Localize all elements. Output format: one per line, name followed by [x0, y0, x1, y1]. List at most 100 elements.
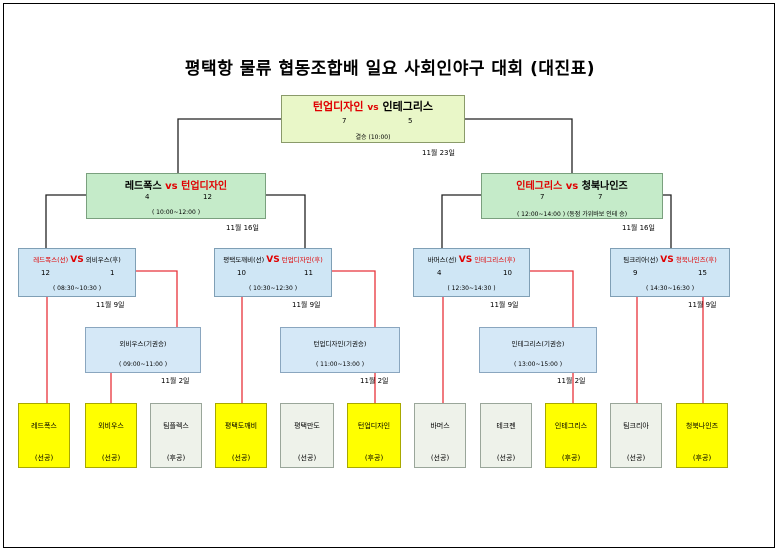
team-side: (선공) — [231, 454, 251, 462]
line-semi2-left — [441, 194, 481, 248]
semi1-date: 11월 16일 — [226, 224, 259, 232]
round1-match-box-b: 턴업디자인(기권승) ( 11:00~13:00 ) — [280, 327, 400, 373]
quarter4-match-box: 팀크리아(선) VS 청북나인즈(후) 9 15 ( 14:30~16:30 ) — [610, 248, 730, 297]
line-final-left — [177, 118, 281, 173]
team-side: (후공) — [561, 454, 581, 462]
line-semi1-left — [45, 194, 86, 248]
line-semi2-right — [663, 194, 672, 248]
final-team-a: 턴업디자인 — [312, 100, 364, 113]
team-box: 팀크리아 (선공) — [610, 403, 662, 468]
quarter1-team-b: 외비우스(후) — [85, 256, 121, 264]
team-box: 외비우스 (선공) — [85, 403, 137, 468]
semi2-team-b: 청북나인즈 — [581, 181, 628, 192]
team-side: (후공) — [166, 454, 186, 462]
quarter4-team-b: 청북나인즈(후) — [675, 256, 717, 264]
round1-b-label: 턴업디자인(기권승) — [313, 340, 367, 348]
round1-a-time: ( 09:00~11:00 ) — [118, 361, 168, 368]
quarter1-score-a: 12 — [41, 269, 50, 277]
quarter1-date: 11월 9일 — [96, 301, 125, 309]
final-score-a: 7 — [342, 117, 347, 125]
quarter3-score-b: 10 — [503, 269, 512, 277]
semi2-score-a: 7 — [540, 193, 545, 201]
semi1-match-box: 레드폭스 vs 턴업디자인 4 12 ( 10:00~12:00 ) — [86, 173, 266, 219]
semi2-match-box: 인테그리스 vs 청북나인즈 7 7 ( 12:00~14:00 ) (동점 가… — [481, 173, 663, 219]
round1-c-time: ( 13:00~15:00 ) — [513, 361, 563, 368]
semi1-team-b: 턴업디자인 — [181, 181, 228, 192]
quarter4-time: ( 14:30~16:30 ) — [645, 285, 695, 292]
line-semi1-right — [266, 194, 306, 248]
line-q2-right — [332, 270, 376, 327]
team-name: 바머스 — [430, 422, 450, 430]
final-score-b: 5 — [408, 117, 413, 125]
semi2-time: ( 12:00~14:00 ) (동점 가위바보 인테 승) — [516, 211, 628, 218]
quarter3-time: ( 12:30~14:30 ) — [447, 285, 496, 292]
round1-c-label: 인테그리스(기권승) — [511, 340, 565, 348]
team-box: 테크젠 (선공) — [480, 403, 532, 468]
quarter1-match-box: 레드폭스(선) VS 외비우스(후) 12 1 ( 08:30~10:30 ) — [18, 248, 136, 297]
semi2-score-b: 7 — [598, 193, 603, 201]
team-name: 평택도깨비 — [224, 422, 258, 430]
team-box: 레드폭스 (선공) — [18, 403, 70, 468]
quarter3-team-b: 인테그리스(후) — [474, 256, 516, 264]
team-side: (선공) — [430, 454, 450, 462]
team-name: 턴업디자인 — [357, 422, 391, 430]
final-vs: vs — [367, 103, 379, 113]
page-frame — [3, 3, 775, 548]
quarter1-team-a: 레드폭스(선) — [33, 256, 69, 264]
team-side: (선공) — [496, 454, 516, 462]
quarter2-score-a: 10 — [237, 269, 246, 277]
line-q1-right — [136, 270, 178, 327]
quarter2-vs: VS — [266, 255, 280, 265]
team-box: 평택도깨비 (선공) — [215, 403, 267, 468]
semi1-score-a: 4 — [145, 193, 150, 201]
quarter1-score-b: 1 — [110, 269, 115, 277]
team-name: 팀크리아 — [623, 422, 649, 430]
quarter2-team-a: 평택도깨비(선) — [223, 256, 265, 264]
semi2-vs: vs — [565, 181, 579, 192]
team-box: 청북나인즈 (후공) — [676, 403, 728, 468]
quarter4-team-a: 팀크리아(선) — [623, 256, 659, 264]
semi1-score-b: 12 — [203, 193, 212, 201]
team-name: 테크젠 — [496, 422, 516, 430]
final-team-b: 인테그리스 — [382, 100, 434, 113]
team-box: 인테그리스 (후공) — [545, 403, 597, 468]
team-side: (선공) — [626, 454, 646, 462]
team-side: (선공) — [34, 454, 54, 462]
quarter2-match-box: 평택도깨비(선) VS 턴업디자인(후) 10 11 ( 10:30~12:30… — [214, 248, 332, 297]
final-matchup: 턴업디자인 vs 인테그리스 — [282, 98, 464, 114]
semi1-time: ( 10:00~12:00 ) — [151, 209, 201, 216]
line-final-right — [465, 118, 573, 173]
quarter1-time: ( 08:30~10:30 ) — [52, 285, 102, 292]
quarter2-team-b: 턴업디자인(후) — [281, 256, 323, 264]
round1-b-time: ( 11:00~13:00 ) — [315, 361, 365, 368]
team-side: (선공) — [297, 454, 317, 462]
quarter2-score-b: 11 — [304, 269, 313, 277]
quarter1-vs: VS — [70, 255, 84, 265]
team-side: (후공) — [364, 454, 384, 462]
round1-match-box-c: 인테그리스(기권승) ( 13:00~15:00 ) — [479, 327, 597, 373]
quarter3-vs: VS — [458, 255, 473, 265]
semi2-team-a: 인테그리스 — [516, 181, 563, 192]
team-side: (후공) — [692, 454, 712, 462]
team-box: 턴업디자인 (후공) — [347, 403, 401, 468]
team-box: 팀플렉스 (후공) — [150, 403, 202, 468]
quarter4-date: 11월 9일 — [688, 301, 717, 309]
final-note: 결승 (10:00) — [355, 134, 391, 141]
quarter2-time: ( 10:30~12:30 ) — [248, 285, 298, 292]
semi1-vs: vs — [165, 181, 178, 192]
team-name: 인테그리스 — [554, 422, 588, 430]
team-box: 평택만도 (선공) — [280, 403, 334, 468]
round1-a-date: 11월 2일 — [161, 377, 190, 385]
quarter4-vs: VS — [660, 255, 674, 265]
quarter3-score-a: 4 — [437, 269, 442, 277]
team-name: 외비우스 — [98, 422, 124, 430]
quarter4-score-a: 9 — [633, 269, 638, 277]
round1-b-date: 11월 2일 — [360, 377, 389, 385]
semi2-date: 11월 16일 — [622, 224, 655, 232]
quarter3-team-a: 바머스(선) — [427, 256, 457, 264]
line-q3-right — [530, 270, 574, 327]
semi1-team-a: 레드폭스 — [124, 181, 162, 192]
quarter4-score-b: 15 — [698, 269, 707, 277]
quarter3-match-box: 바머스(선) VS 인테그리스(후) 4 10 ( 12:30~14:30 ) — [413, 248, 530, 297]
